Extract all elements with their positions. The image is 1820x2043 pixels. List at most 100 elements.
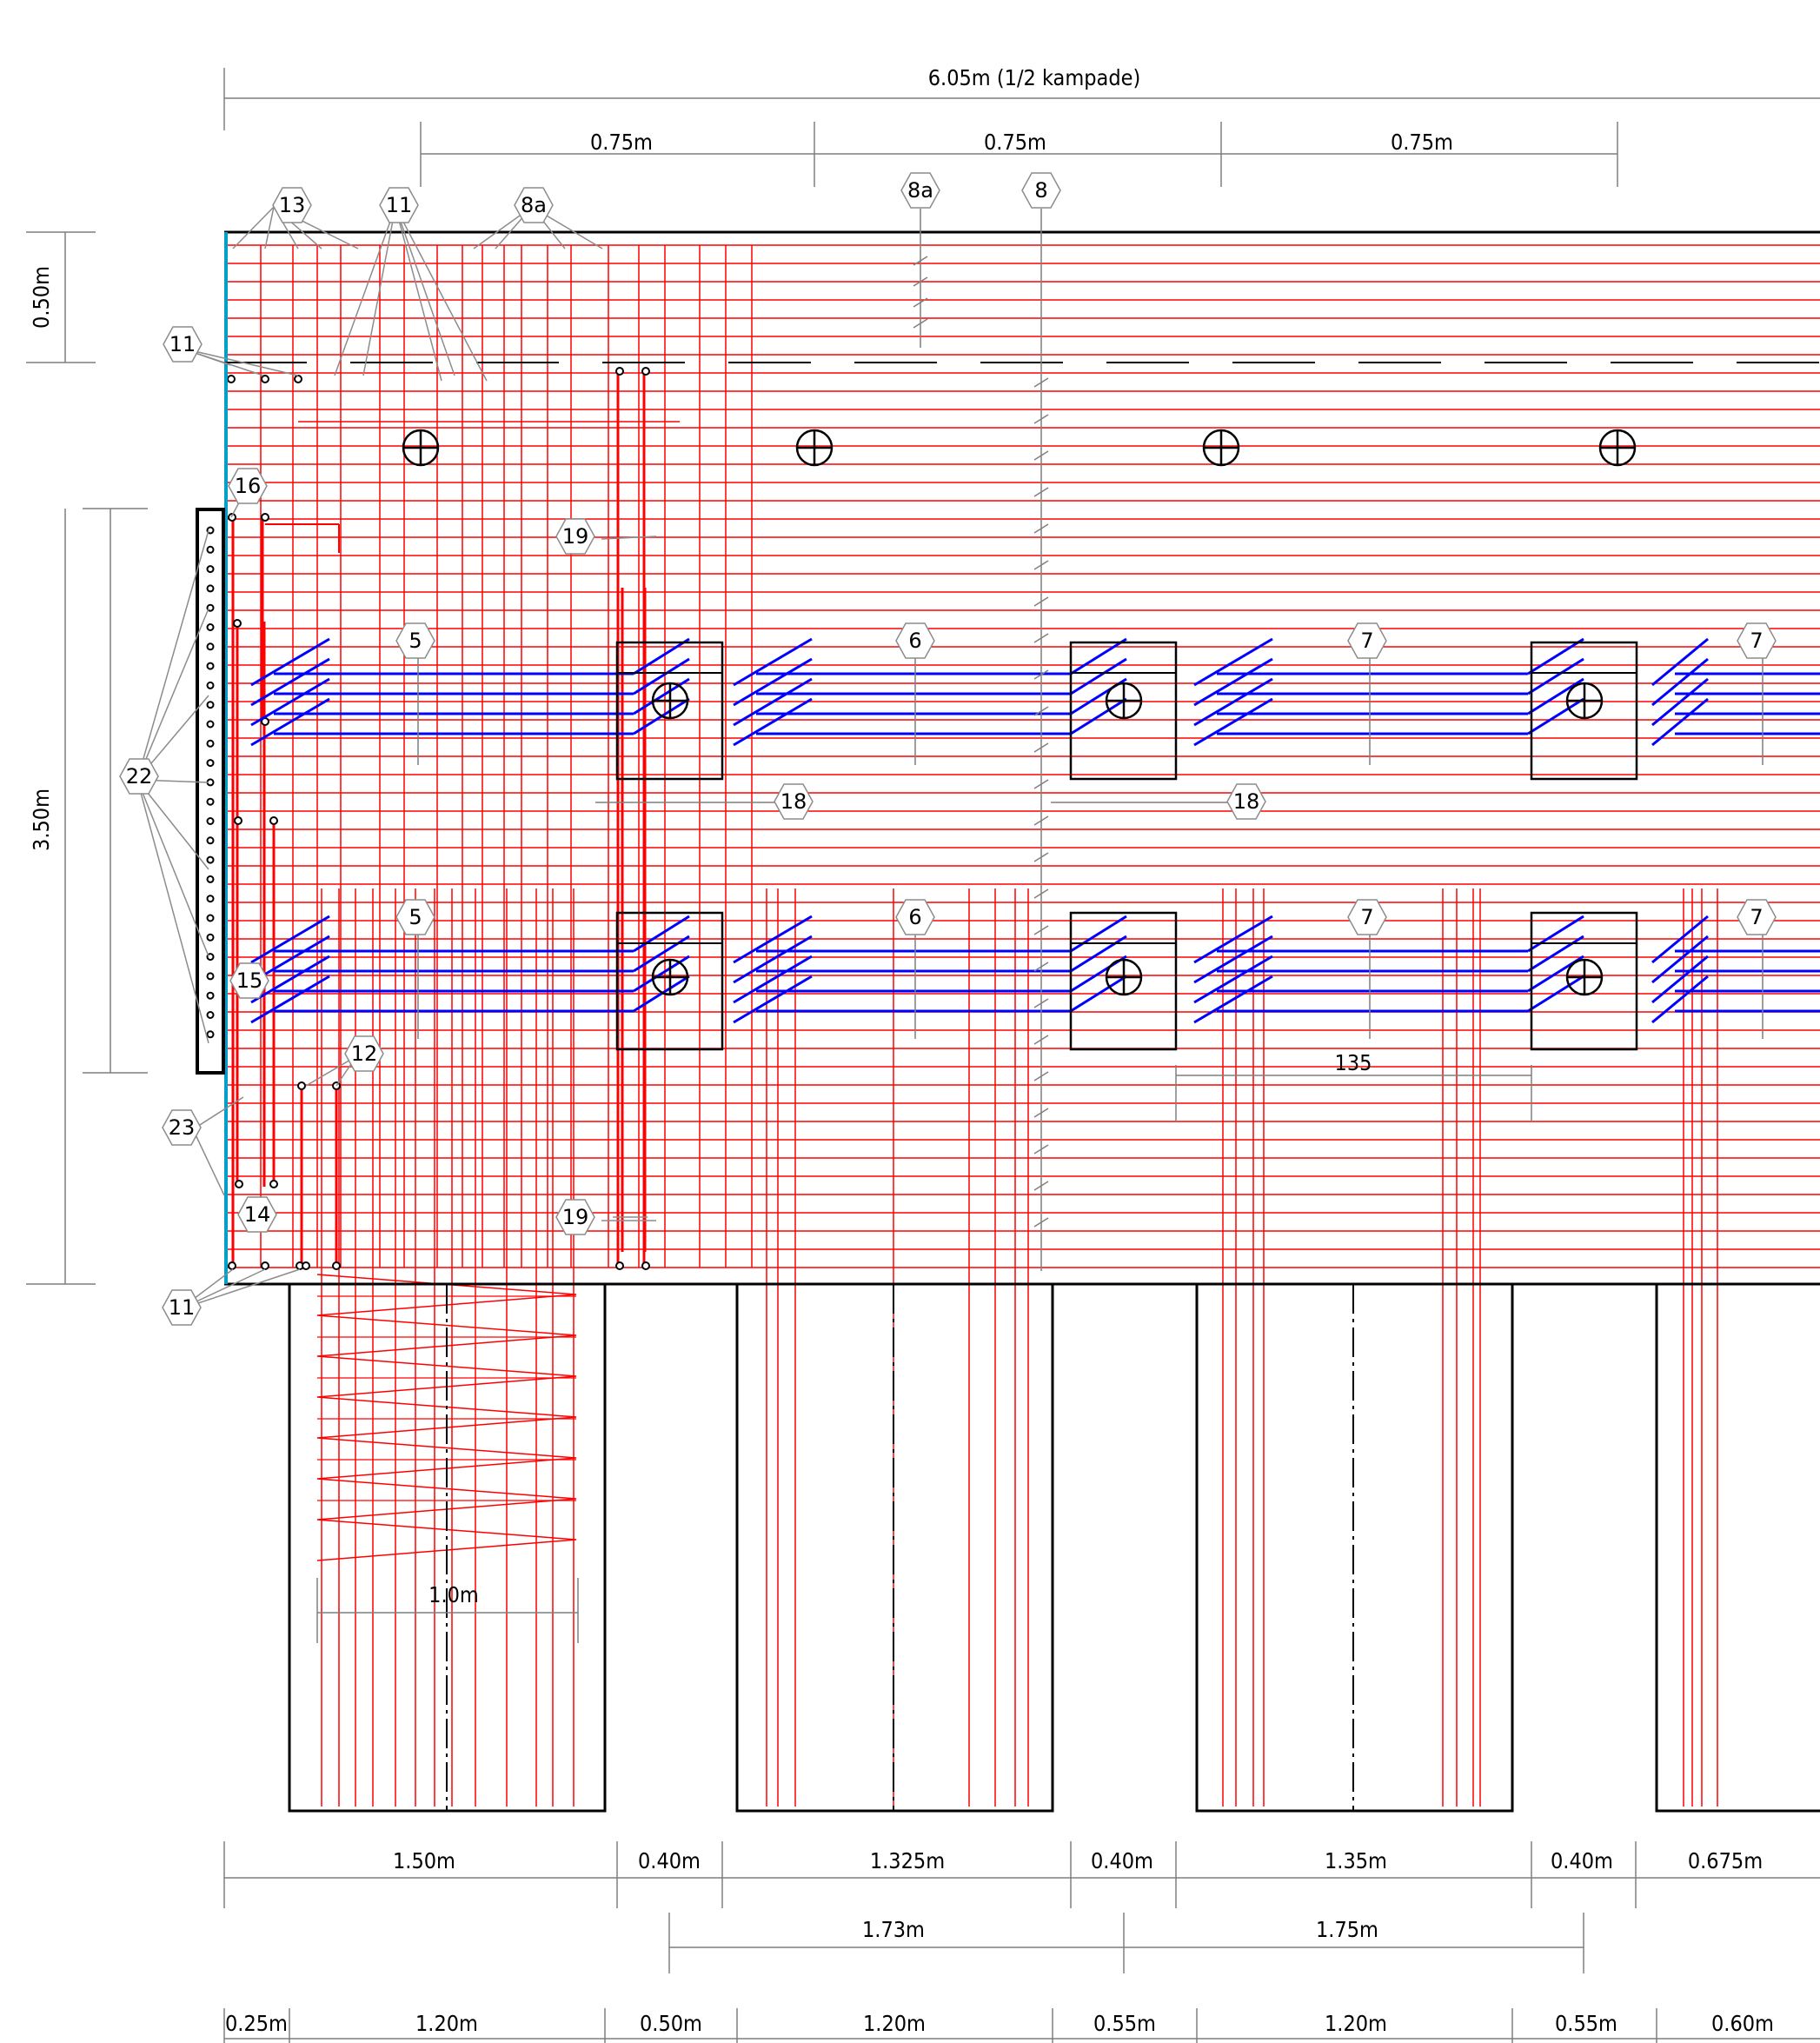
- tag-label: 7: [1750, 629, 1763, 653]
- blue-rebar-hook: [633, 935, 690, 973]
- section-tick: [1033, 377, 1049, 388]
- blue-rebar-hook: [733, 935, 813, 984]
- dim-b1-4: 0.40m: [1091, 1848, 1153, 1873]
- rebar-end-dot: [228, 513, 236, 522]
- pile-center-lines: [446, 1284, 1354, 1811]
- blue-rebar-hook: [733, 637, 813, 687]
- edge-bar-dot: [206, 875, 215, 883]
- edge-bar-dot: [206, 642, 215, 651]
- tag-hexagon: [895, 622, 935, 659]
- edge-bar-dot: [206, 720, 215, 729]
- blue-rebar-hook: [733, 975, 813, 1024]
- dim-b2-2: 1.75m: [1316, 1917, 1378, 1942]
- section-tick: [1033, 1144, 1049, 1155]
- tag-label: 23: [169, 1115, 196, 1140]
- dim-top-3: 0.75m: [1391, 130, 1453, 155]
- rebar-end-dot: [227, 375, 236, 383]
- rebar-mesh: [206, 244, 1820, 1807]
- tag-hexagon: [162, 1289, 202, 1326]
- blue-rebar-hook: [1193, 915, 1273, 964]
- tag-hexagon: [774, 783, 814, 820]
- section-tick: [1033, 1181, 1049, 1191]
- blue-rebar-hook: [1070, 697, 1127, 735]
- tag-label: 12: [351, 1041, 378, 1066]
- blue-rebar-hook: [733, 915, 813, 964]
- leader-line: [136, 608, 209, 781]
- tag-label: 8: [1034, 178, 1047, 203]
- dim-overall: 6.05m (1/2 kampade): [928, 65, 1140, 90]
- tag-t19-bottom: 19: [555, 1199, 595, 1235]
- leader-line: [395, 206, 455, 376]
- tag-label: 7: [1750, 905, 1763, 929]
- section-tick: [1033, 596, 1049, 607]
- edge-bar-dot: [206, 681, 215, 689]
- leader-line: [136, 529, 209, 781]
- blue-rebar-hook: [1527, 935, 1584, 973]
- tag-t11-top: 11: [379, 187, 419, 223]
- rebar-end-dot: [233, 619, 242, 628]
- dimension-labels: 6.05m (1/2 kampade) 0.75m 0.75m 0.75m 0.…: [29, 65, 1774, 2036]
- tag-hexagon: [555, 1199, 595, 1235]
- edge-bar-dot: [206, 933, 215, 942]
- tag-label: 14: [244, 1202, 271, 1227]
- blue-rebar-hook: [1527, 915, 1584, 953]
- tag-hexagon: [119, 758, 159, 795]
- rebar-end-dot: [302, 1261, 310, 1270]
- leader-line: [192, 1096, 244, 1130]
- section-tick: [1033, 925, 1049, 935]
- dim-b3-4: 1.20m: [863, 2011, 926, 2036]
- dim-b3-1: 0.25m: [225, 2011, 288, 2036]
- tag-t11-bottom: 11: [162, 1289, 202, 1326]
- dim-b3-2: 1.20m: [415, 2011, 478, 2036]
- tag-hexagon: [379, 187, 419, 223]
- section-tick: [1033, 998, 1049, 1008]
- section-tick: [913, 256, 928, 266]
- tag-label: 19: [562, 1205, 589, 1229]
- blue-rebar-hook: [250, 915, 330, 964]
- tag-hexagon: [228, 468, 268, 504]
- tag-t7-lower_b: 7: [1737, 899, 1777, 935]
- rebar-end-dot: [269, 816, 278, 825]
- tag-t8a-top: 8a: [514, 187, 554, 223]
- blue-rebar-hook: [1193, 955, 1273, 1004]
- tag-t18-a: 18: [774, 783, 814, 820]
- rebar-end-dot: [297, 1081, 306, 1090]
- dim-b1-3: 1.325m: [870, 1848, 945, 1873]
- leader-line: [179, 1268, 301, 1310]
- blue-rebar-hook: [733, 677, 813, 727]
- section-tick: [1033, 779, 1049, 789]
- blue-rebar-hook: [1527, 637, 1584, 675]
- tag-label: 8a: [521, 193, 547, 217]
- section-tick: [1033, 633, 1049, 643]
- tag-label: 8a: [907, 178, 933, 203]
- tag-hexagon: [395, 899, 435, 935]
- opening-box: [1069, 641, 1178, 781]
- leader-line: [305, 1055, 357, 1087]
- blue-rebar-hook: [1070, 657, 1127, 695]
- tag-hexagon: [237, 1196, 277, 1233]
- blue-rebar-hook: [250, 975, 330, 1024]
- tag-t5-lower: 5: [395, 899, 435, 935]
- dim-top-2: 0.75m: [984, 130, 1046, 155]
- dim-left-top: 0.50m: [29, 266, 54, 329]
- rebar-end-dot: [641, 1261, 650, 1270]
- section-tick: [1033, 487, 1049, 497]
- blue-rebar-hook: [733, 697, 813, 747]
- tag-hexagon: [1737, 622, 1777, 659]
- tag-label: 13: [279, 193, 306, 217]
- rebar-end-dot: [228, 1261, 236, 1270]
- section-tick: [1033, 962, 1049, 972]
- tag-label: 16: [235, 474, 262, 498]
- blue-rebar-hook: [1527, 657, 1584, 695]
- leader-line: [179, 347, 299, 376]
- tag-t19-top: 19: [555, 518, 595, 555]
- tag-label: 15: [236, 968, 263, 993]
- tag-label: 22: [126, 764, 153, 789]
- blue-rebar-hook: [1527, 677, 1584, 715]
- dim-b1-6: 0.40m: [1551, 1848, 1613, 1873]
- openings: [615, 641, 1638, 1051]
- section-tick: [913, 318, 928, 329]
- section-tick: [1033, 852, 1049, 862]
